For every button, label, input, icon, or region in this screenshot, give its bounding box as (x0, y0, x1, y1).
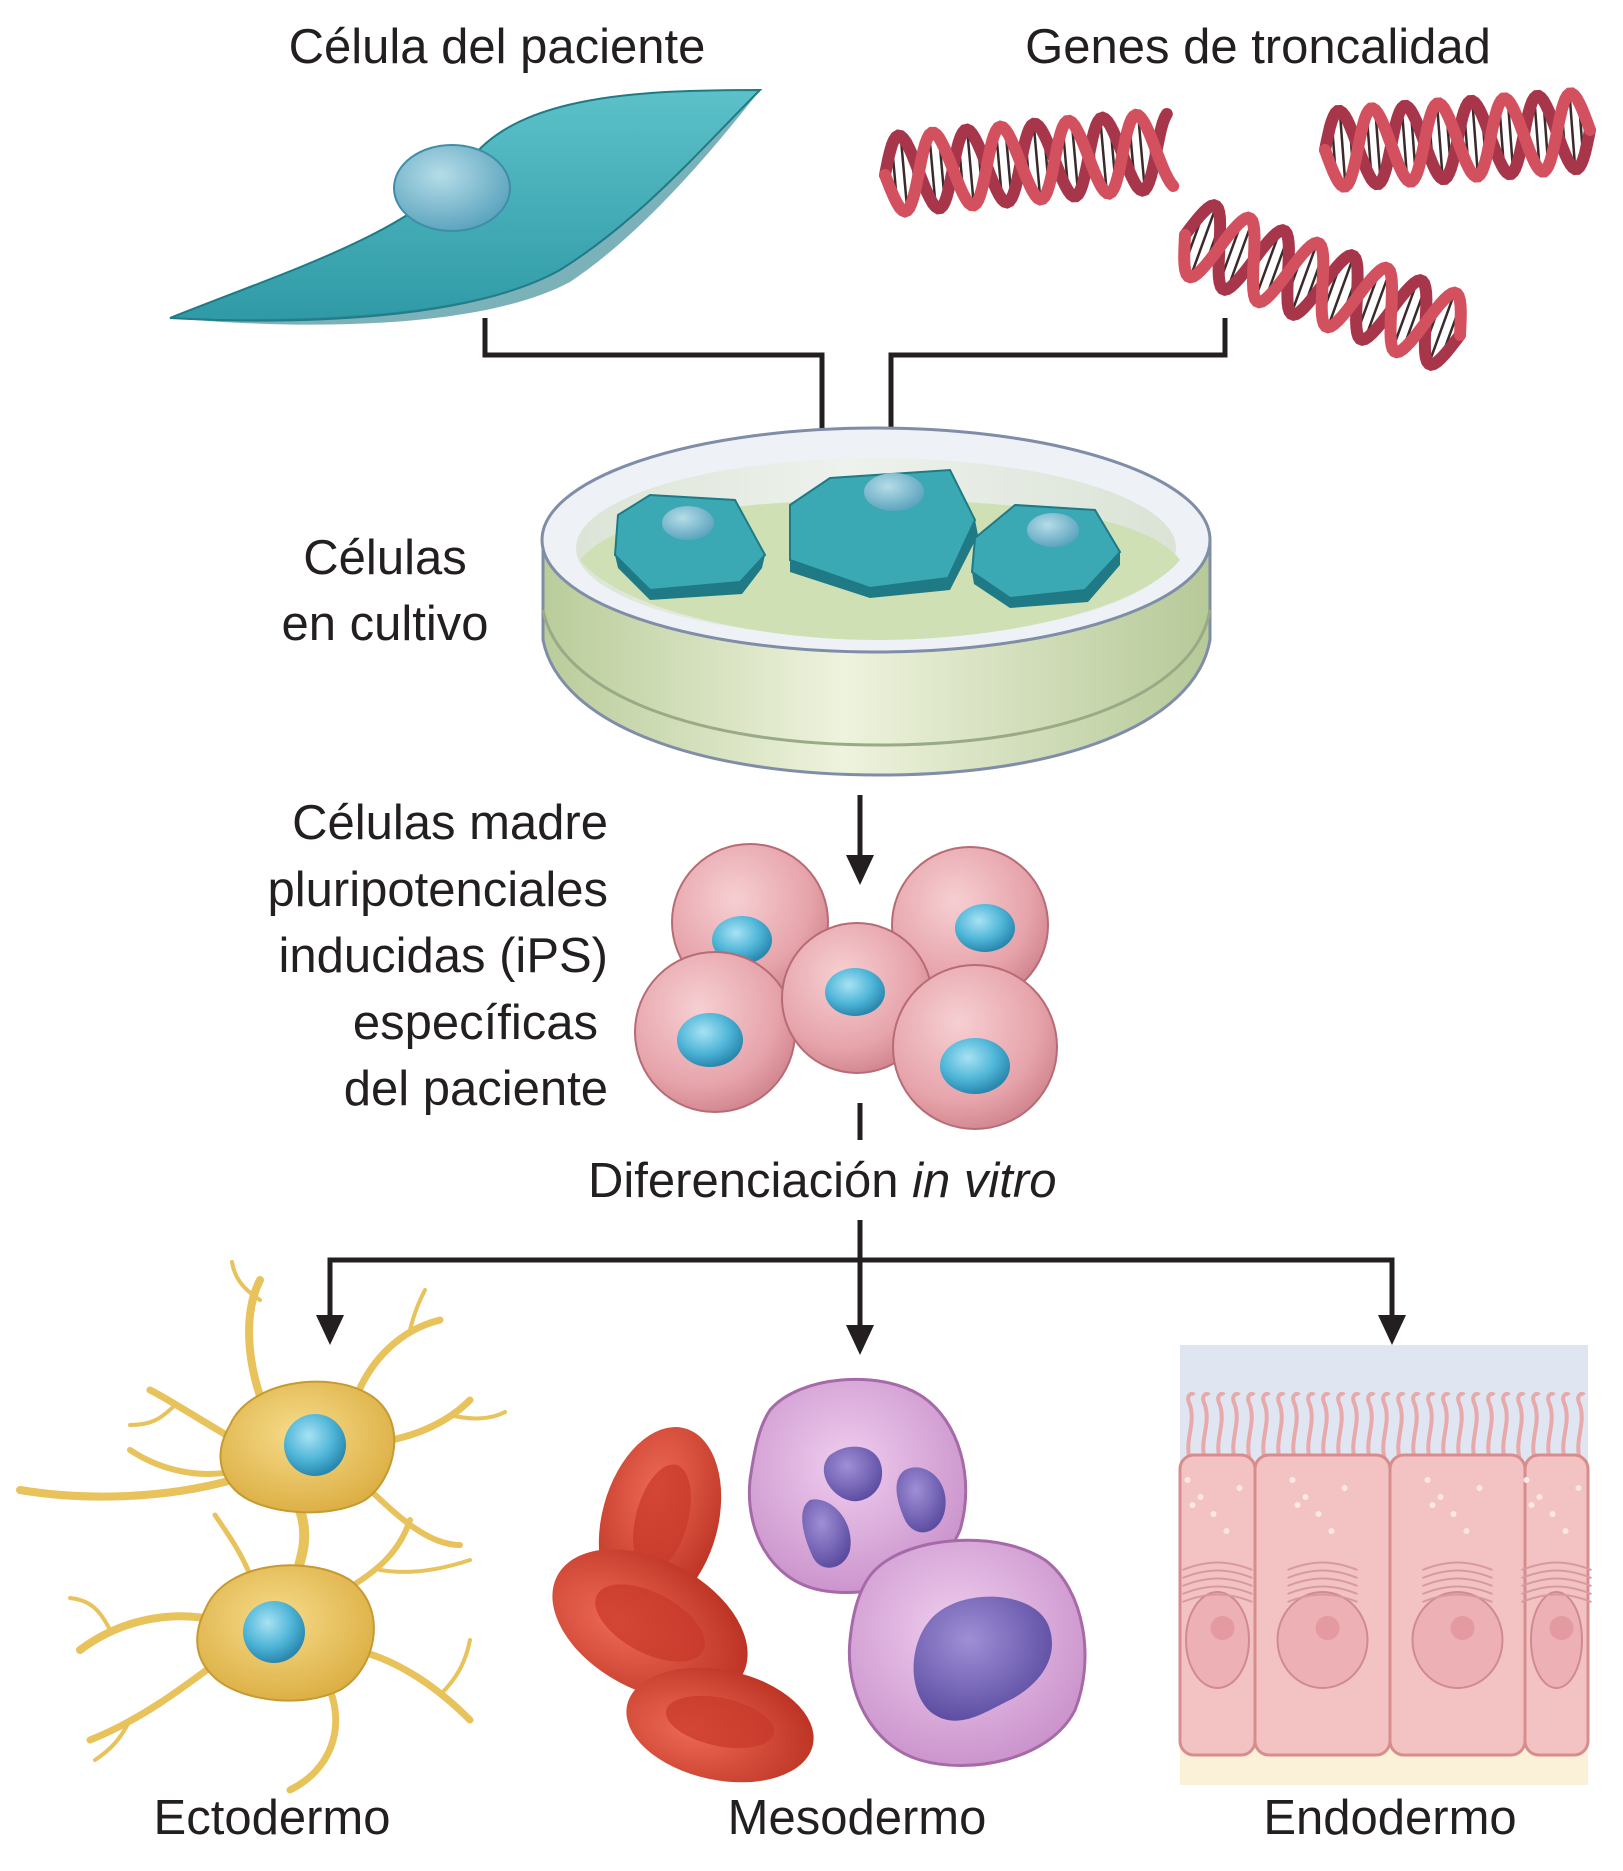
ips-label-line5: del paciente (343, 1062, 608, 1116)
cultured-cells-label-line2: en cultivo (281, 597, 489, 651)
cultured-cell (613, 493, 767, 600)
mesoderm-label: Mesodermo (727, 1791, 987, 1845)
ips-cell (891, 846, 1049, 1004)
red-blood-cell (626, 1667, 814, 1783)
differentiation-text: Diferenciación (588, 1154, 899, 1208)
ips-label-line1: Células madre (292, 796, 608, 850)
differentiation-label: Diferenciación in vitro (588, 1148, 1056, 1214)
epithelial-cell (1521, 1453, 1592, 1757)
neuron-nucleus (243, 1601, 305, 1663)
dna-helix (1319, 87, 1596, 193)
dna-helix (1178, 199, 1467, 371)
red-blood-cell (552, 1549, 748, 1701)
arrow-cell-to-dish (482, 318, 825, 475)
epithelial-cell (1388, 1453, 1527, 1757)
neuron-nucleus (284, 1414, 346, 1476)
ips-cell (634, 951, 796, 1113)
differentiation-italic: in vitro (912, 1154, 1057, 1208)
arrow-dish-to-ips (846, 795, 874, 885)
arrow-genes-to-dish (888, 318, 1228, 450)
ips-label-line4: específicas (352, 996, 598, 1050)
petri-dish-icon (540, 426, 1212, 777)
dna-helix-icon (879, 87, 1596, 371)
neuron-icon (16, 1260, 507, 1794)
ips-cell (892, 964, 1058, 1130)
monocyte (847, 1538, 1087, 1767)
epithelium-icon (1178, 1345, 1592, 1785)
cultured-cells-label-line1: Células (303, 531, 467, 585)
blood-cells-icon (552, 1377, 1087, 1783)
dna-helix (879, 108, 1180, 218)
neuron-body-bottom (196, 1564, 375, 1702)
cultured-cell (970, 503, 1122, 608)
stem-cell-cluster-icon (634, 843, 1058, 1130)
epithelial-cell (1178, 1453, 1257, 1757)
ips-label-line2: pluripotenciales (267, 863, 609, 917)
patient-cell-label: Célula del paciente (288, 20, 706, 74)
patient-cell-nucleus (393, 144, 511, 232)
stemness-genes-label: Genes de troncalidad (1025, 20, 1491, 74)
connector-arrows (482, 318, 1228, 475)
cultured-cell (789, 468, 978, 598)
neuron-body-top (219, 1380, 396, 1514)
endoderm-label: Endodermo (1263, 1791, 1517, 1845)
patient-cell-icon (169, 88, 763, 325)
ectoderm-label: Ectodermo (153, 1791, 391, 1845)
ips-label-line3: inducidas (iPS) (278, 929, 608, 983)
differentiation-arrows (316, 1103, 1406, 1355)
epithelial-cell (1253, 1453, 1392, 1757)
